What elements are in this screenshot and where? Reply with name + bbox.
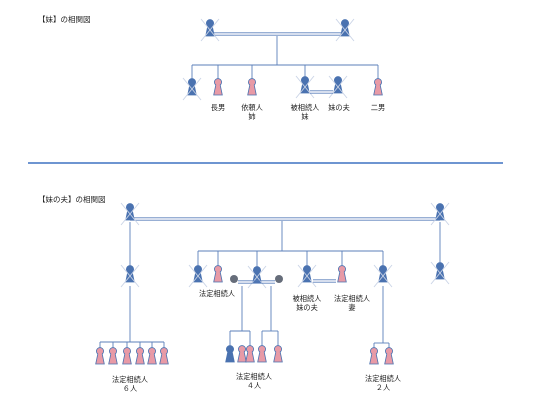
person-icon xyxy=(378,265,388,283)
person-icon xyxy=(300,76,310,94)
person-icon xyxy=(245,345,255,363)
person-icon xyxy=(213,265,223,283)
label-requester-sister: 依頼人 姉 xyxy=(241,103,263,121)
person-icon xyxy=(125,265,135,283)
label-eldest-son: 長男 xyxy=(210,103,226,112)
person-icon xyxy=(369,347,379,365)
cross-mark-icon xyxy=(120,202,140,226)
diagram1-title: 【妹】の相関図 xyxy=(38,15,91,24)
label-heirs-six: 法定相続人 ６人 xyxy=(112,375,148,393)
label-heirs-two: 法定相続人 ２人 xyxy=(365,374,401,392)
person-icon xyxy=(302,265,312,283)
person-icon xyxy=(273,345,283,363)
person-icon xyxy=(373,78,383,96)
label-decedent-husband: 被相続人 妹の夫 xyxy=(292,294,322,312)
person-icon xyxy=(122,347,132,365)
label-heir-wife: 法定相続人 妻 xyxy=(334,294,370,312)
person-icon xyxy=(337,265,347,283)
cross-mark-icon xyxy=(297,264,317,288)
label-sisters-husband: 妹の夫 xyxy=(328,103,350,112)
person-icon xyxy=(193,265,203,283)
cross-mark-icon xyxy=(373,264,393,288)
person-icon xyxy=(147,347,157,365)
person-icon xyxy=(340,19,350,37)
cross-mark-icon xyxy=(295,75,315,99)
person-icon xyxy=(225,345,235,363)
person-icon xyxy=(213,78,223,96)
cross-mark-icon xyxy=(200,18,220,42)
label-decedent-sister: 被相続人 妹 xyxy=(290,103,320,121)
cross-mark-icon xyxy=(430,202,450,226)
person-icon xyxy=(125,203,135,221)
person-icon xyxy=(237,345,247,363)
person-icon xyxy=(257,345,267,363)
person-icon xyxy=(108,347,118,365)
person-icon xyxy=(247,78,257,96)
cross-mark-icon xyxy=(430,261,450,285)
cross-mark-icon xyxy=(328,75,348,99)
person-icon xyxy=(135,347,145,365)
person-icon xyxy=(187,78,197,96)
person-icon xyxy=(435,203,445,221)
person-icon xyxy=(95,347,105,365)
label-heirs-four: 法定相続人 ４人 xyxy=(236,372,272,390)
label-heirs-left: 法定相続人 xyxy=(199,289,235,298)
cross-mark-icon xyxy=(182,77,202,101)
filled-circle-icon xyxy=(230,275,238,283)
label-second-son: 二男 xyxy=(370,103,386,112)
person-icon xyxy=(333,76,343,94)
filled-circle-icon xyxy=(275,275,283,283)
cross-mark-icon xyxy=(247,265,267,289)
person-icon xyxy=(159,347,169,365)
person-icon xyxy=(435,262,445,280)
person-icon xyxy=(205,19,215,37)
cross-mark-icon xyxy=(188,264,208,288)
cross-mark-icon xyxy=(120,264,140,288)
diagram2-title: 【妹の夫】の相関図 xyxy=(38,195,106,204)
person-icon xyxy=(252,266,262,284)
person-icon xyxy=(384,347,394,365)
cross-mark-icon xyxy=(335,18,355,42)
